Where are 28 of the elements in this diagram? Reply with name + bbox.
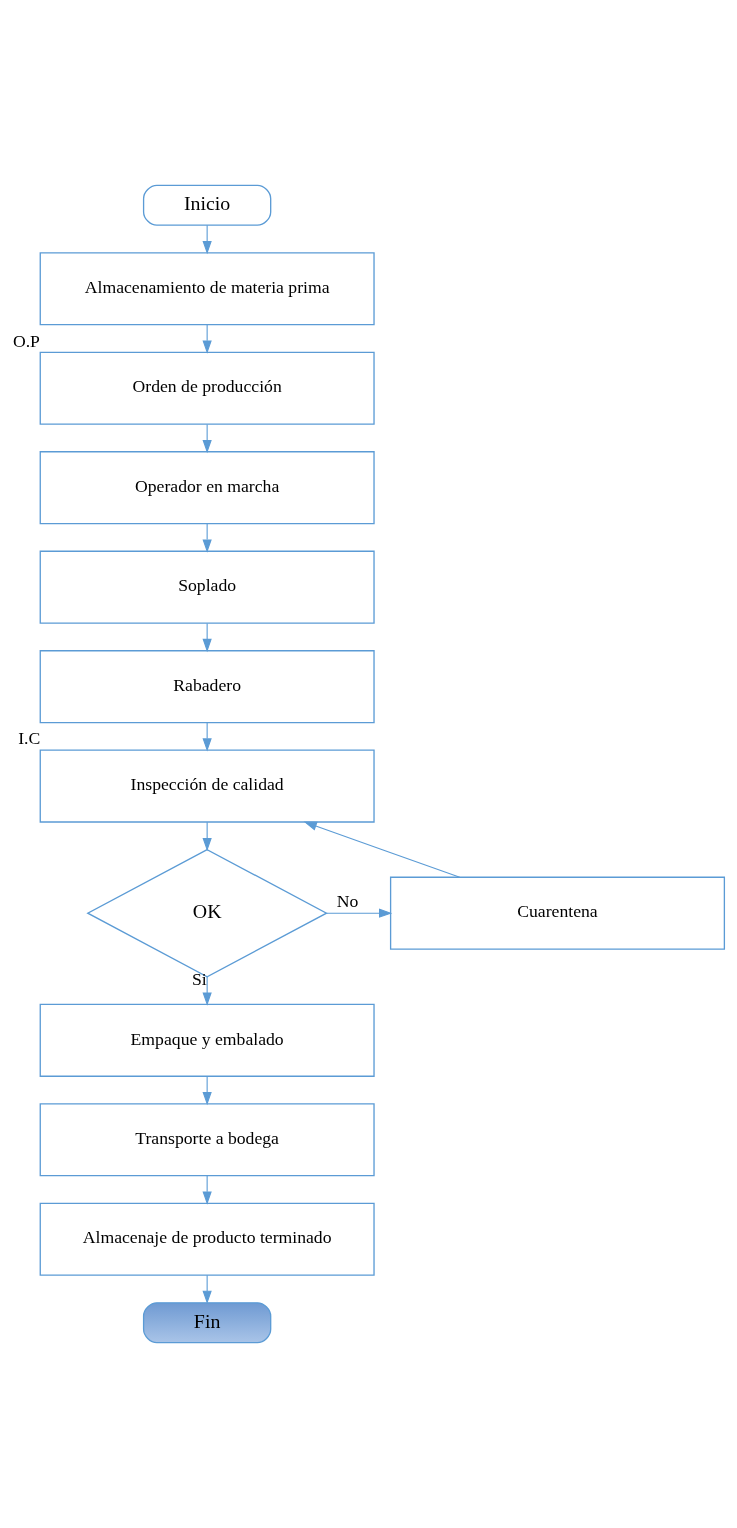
- node-box: Almacenamiento de materia prima: [39, 252, 375, 326]
- arrow: [202, 722, 212, 752]
- arrow: [202, 423, 212, 454]
- node-label: I.C: [18, 728, 41, 749]
- node-box: Orden de producción: [39, 351, 375, 425]
- node-label: O.P: [12, 330, 40, 351]
- arrow: [202, 821, 212, 852]
- arrow: [202, 622, 212, 653]
- node-box: Transporte a bodega: [39, 1103, 375, 1177]
- arrow: [202, 976, 212, 1006]
- node-box: Soplado: [39, 550, 375, 624]
- arrow: [202, 1274, 212, 1305]
- arrow: [202, 1075, 212, 1106]
- arrow: [202, 523, 212, 553]
- node-box: Empaque y embalado: [39, 1003, 375, 1077]
- node-box: Cuarentena: [389, 876, 726, 950]
- node-box: Operador en marcha: [39, 451, 375, 525]
- node-box: Inicio: [142, 184, 272, 226]
- node-box: Rabadero: [39, 650, 375, 724]
- node-box: Almacenaje de producto terminado: [39, 1202, 375, 1276]
- arrow: [202, 1175, 212, 1205]
- arrow: [303, 821, 461, 878]
- arrow: [326, 908, 393, 918]
- edge-label: No: [336, 891, 359, 912]
- node-box: Inspección de calidad: [39, 749, 375, 823]
- arrow: [202, 224, 212, 255]
- node-box: Fin: [142, 1302, 272, 1344]
- arrow: [202, 324, 212, 354]
